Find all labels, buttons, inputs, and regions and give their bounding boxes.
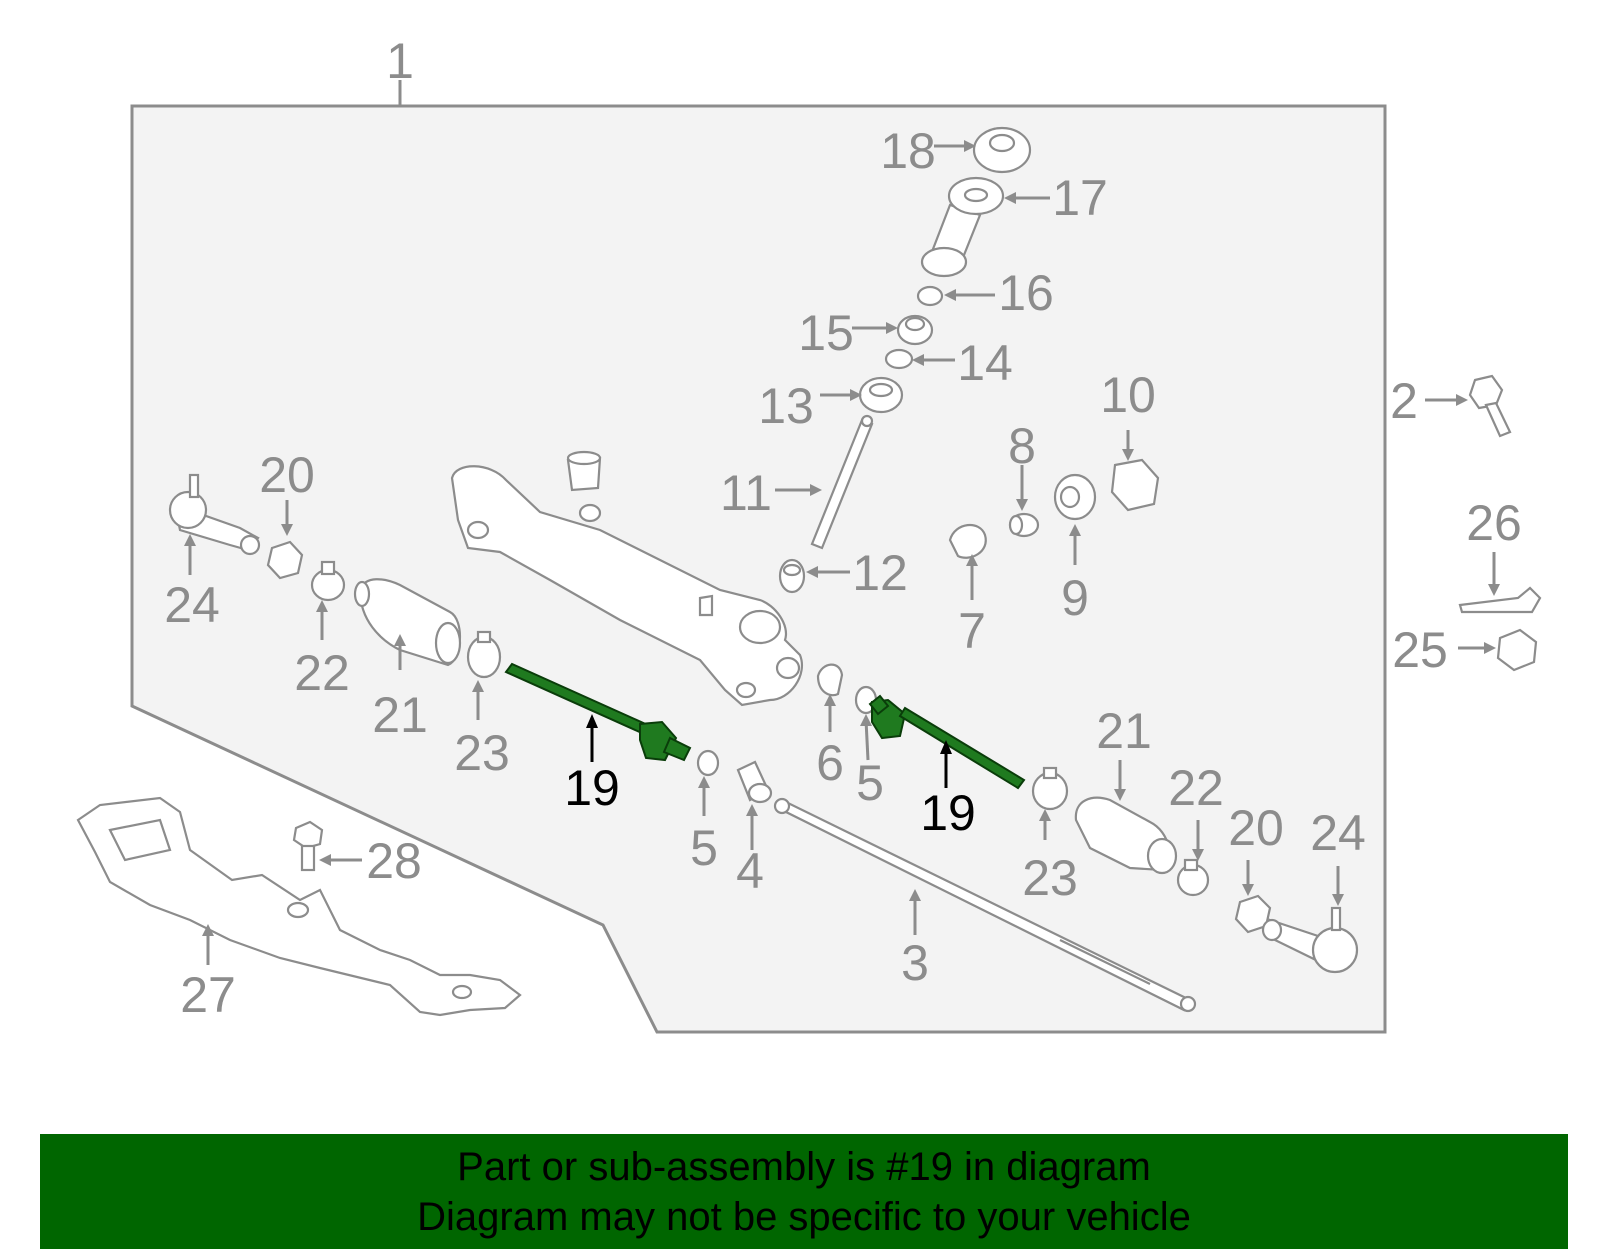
part-3-rack[interactable]	[773, 797, 1197, 1013]
part-25-nut[interactable]	[1496, 628, 1538, 672]
callout-14: 14	[957, 335, 1013, 391]
part-26-bracket[interactable]	[1458, 586, 1542, 614]
callout-18: 18	[880, 123, 936, 179]
part-21-boot-right[interactable]	[1074, 796, 1178, 875]
callout-10: 10	[1100, 367, 1156, 423]
callout-21-right: 21	[1096, 703, 1152, 759]
part-19-inner-tie-rod-left[interactable]	[504, 662, 692, 762]
part-13-seal[interactable]	[858, 376, 904, 414]
part-2-bolt[interactable]	[1468, 374, 1512, 438]
part-20-nut-left[interactable]	[266, 540, 304, 580]
part-19-inner-tie-rod-right[interactable]	[868, 694, 1026, 790]
callout-19-left: 19	[564, 760, 620, 816]
part-5-washer-left[interactable]	[696, 749, 720, 777]
part-6-bracket[interactable]	[816, 663, 844, 697]
part-17-sleeve[interactable]	[920, 176, 1005, 278]
callout-13: 13	[758, 378, 814, 434]
assembly-outline	[130, 104, 1387, 1034]
part-11-shaft[interactable]	[810, 414, 874, 550]
part-10-plug[interactable]	[1110, 458, 1160, 512]
part-23-clamp-right[interactable]	[1031, 766, 1069, 811]
callout-8: 8	[1008, 418, 1036, 474]
callout-2: 2	[1390, 373, 1418, 429]
callout-22-right: 22	[1168, 760, 1224, 816]
part-16-washer[interactable]	[916, 285, 944, 307]
callout-4: 4	[736, 843, 764, 899]
callout-11: 11	[720, 465, 772, 521]
callout-23-left: 23	[454, 725, 510, 781]
callout-20-left: 20	[259, 447, 315, 503]
callout-23-right: 23	[1022, 850, 1078, 906]
part-21-boot-left[interactable]	[353, 578, 462, 667]
callout-1: 1	[386, 33, 414, 89]
part-14-washer[interactable]	[884, 348, 914, 370]
part-9-bushing[interactable]	[1053, 473, 1097, 521]
callout-7: 7	[958, 603, 986, 659]
callout-6: 6	[816, 735, 844, 791]
callout-5-left: 5	[690, 820, 718, 876]
callout-16: 16	[998, 265, 1054, 321]
callout-19-right: 19	[920, 785, 976, 841]
callout-24-left: 24	[164, 577, 220, 633]
callout-3: 3	[901, 935, 929, 991]
callout-12: 12	[852, 545, 908, 601]
part-24-tie-rod-end-right[interactable]	[1261, 906, 1359, 974]
callout-20-right: 20	[1228, 800, 1284, 856]
part-12-bushing[interactable]	[778, 558, 806, 594]
part-22-clamp-right[interactable]	[1176, 858, 1210, 897]
part-22-clamp-left[interactable]	[310, 560, 346, 602]
callout-28: 28	[366, 833, 422, 889]
part-8-bushing[interactable]	[1008, 512, 1040, 538]
callout-25: 25	[1392, 622, 1448, 678]
callout-15: 15	[798, 305, 854, 361]
callout-9: 9	[1061, 570, 1089, 626]
callout-5-right: 5	[856, 755, 884, 811]
part-18-cap[interactable]	[972, 126, 1032, 174]
part-24-tie-rod-end-left[interactable]	[168, 473, 261, 556]
steering-gear-housing[interactable]	[450, 465, 803, 707]
callout-labels: 1 18 17 16 15 14 13 10 8 11 20 12 9 7 24…	[164, 33, 1522, 1023]
callout-21-left: 21	[372, 687, 428, 743]
rack-mount-bushing[interactable]	[566, 450, 602, 492]
info-banner: Part or sub-assembly is #19 in diagram D…	[40, 1134, 1568, 1249]
part-7-mount[interactable]	[948, 524, 987, 559]
callout-22-left: 22	[294, 645, 350, 701]
part-23-clamp-left[interactable]	[466, 630, 502, 679]
banner-line-1: Part or sub-assembly is #19 in diagram	[457, 1144, 1151, 1189]
part-4-bushing[interactable]	[736, 760, 773, 804]
part-15-bushing[interactable]	[896, 314, 934, 346]
callout-17: 17	[1052, 170, 1108, 226]
banner-line-2: Diagram may not be specific to your vehi…	[417, 1194, 1191, 1239]
part-28-bolt[interactable]	[292, 820, 324, 872]
callout-26: 26	[1466, 495, 1522, 551]
callout-24-right: 24	[1310, 805, 1366, 861]
callout-27: 27	[180, 967, 236, 1023]
part-27-skid-plate[interactable]	[76, 796, 522, 1017]
leader-lines	[184, 140, 1500, 965]
